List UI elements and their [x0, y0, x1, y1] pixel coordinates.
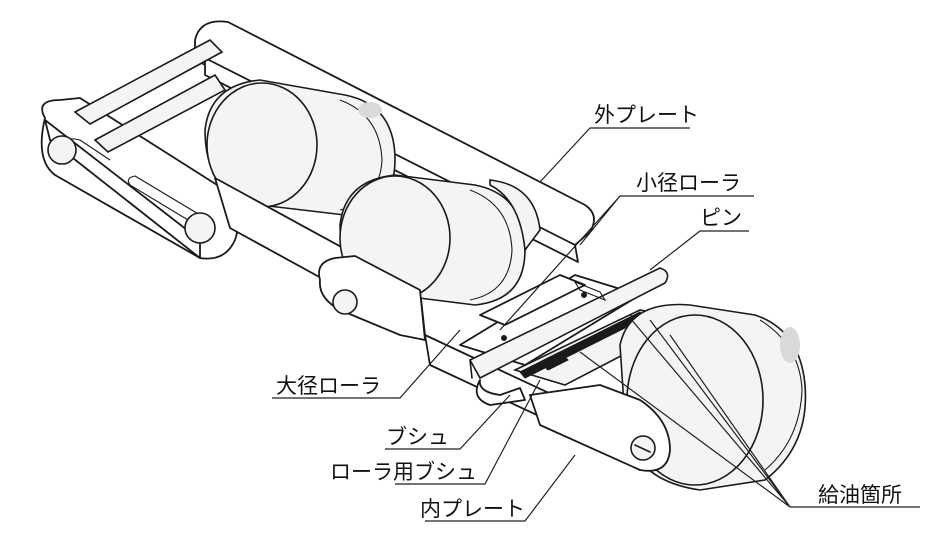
back-large-roller: [204, 79, 396, 216]
leader-lines: [272, 127, 920, 522]
rear-pins: [73, 39, 227, 153]
label-outer-plate: 外プレート: [594, 103, 699, 127]
left-outer-plate: [40, 97, 240, 260]
label-roller-bush: ローラ用ブシュ: [330, 460, 477, 484]
label-large-roller: 大径ローラ: [276, 374, 381, 398]
front-inner-plate-right: [529, 384, 671, 472]
label-inner-plate: 内プレート: [420, 497, 525, 521]
label-small-roller: 小径ローラ: [636, 171, 741, 195]
label-lubrication-points: 給油箇所: [818, 483, 902, 507]
pin-end-left-bottom: [184, 212, 216, 244]
label-pin: ピン: [700, 206, 742, 230]
label-bush: ブシュ: [386, 425, 449, 449]
pin-end-left-top: [47, 135, 77, 165]
